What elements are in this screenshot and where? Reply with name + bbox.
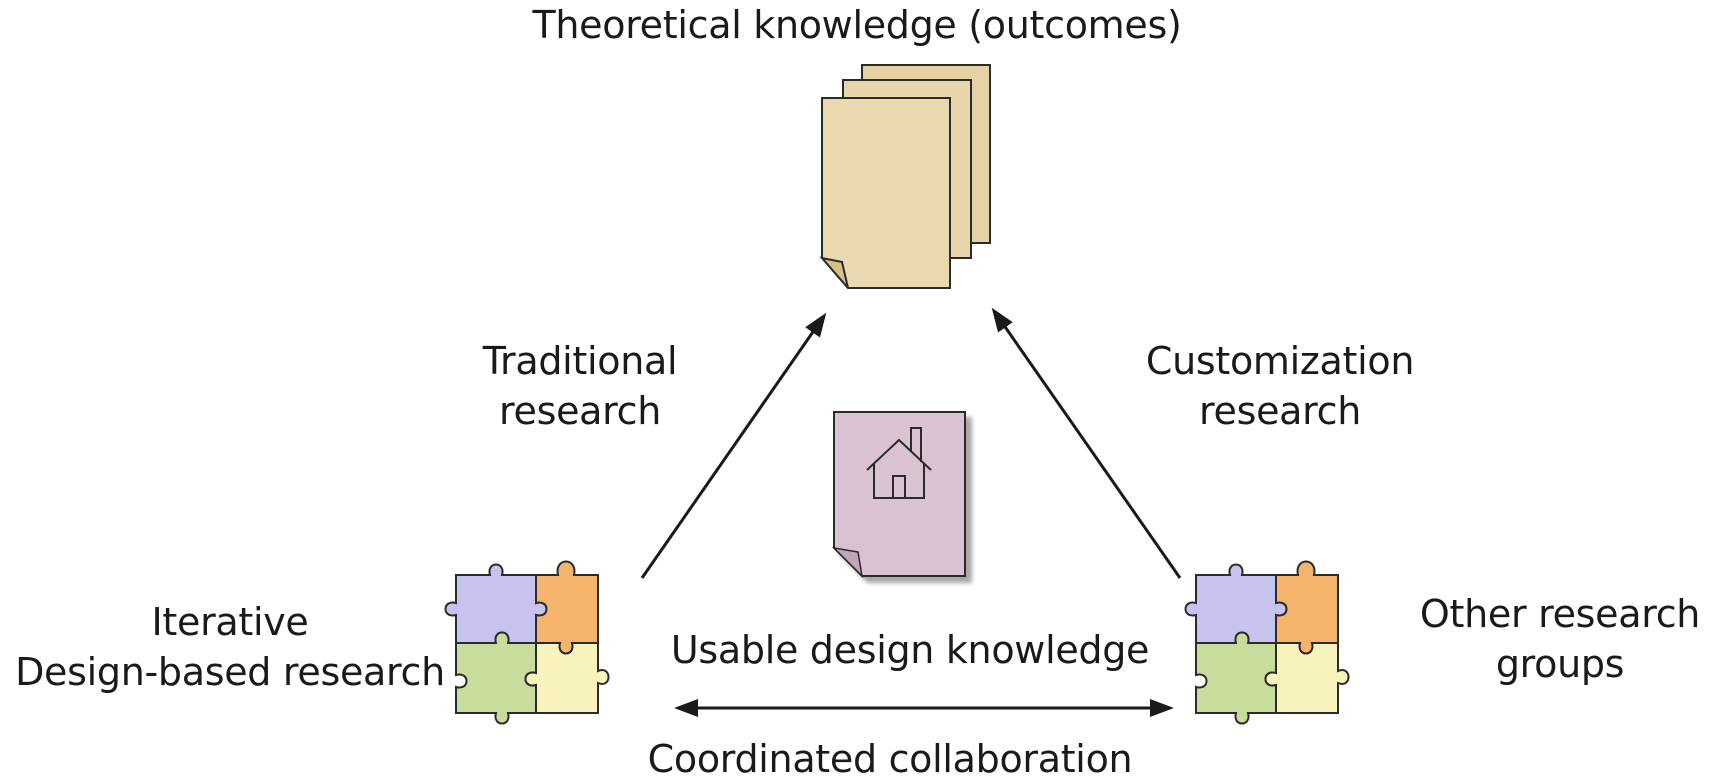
label-traditional-research: Traditional research [420,336,740,436]
label-other-research-groups: Other research groups [1410,589,1710,689]
puzzle-piece-green [455,631,537,725]
house-document-page [833,411,966,577]
puzzle-piece-green [1195,631,1277,725]
label-customization-research: Customization research [1110,336,1450,436]
label-customization-line1: Customization [1145,339,1415,383]
diagram-title: Theoretical knowledge (outcomes) [532,3,1182,47]
puzzle-piece-purple [1184,563,1288,644]
label-traditional-line1: Traditional [482,339,678,383]
puzzle-pieces-icon-left [444,560,610,725]
label-customization-line2: research [1199,389,1361,433]
puzzle-piece-yellow [1264,642,1350,714]
paper-curl [819,256,849,289]
stacked-paper-documents-icon [819,64,991,289]
label-usable-design-knowledge: Usable design knowledge [670,628,1150,672]
label-iterative-line1: Iterative [151,600,309,644]
house-document-icon [831,411,966,579]
puzzle-piece-yellow [524,642,610,714]
label-other-line1: Other research [1419,592,1701,636]
label-coordinated-collaboration: Coordinated collaboration [647,737,1133,781]
label-other-line2: groups [1495,642,1625,686]
puzzle-piece-purple [444,563,548,644]
house-icon [866,427,932,499]
paper-sheet-front [821,97,951,289]
arrow-traditional-research [640,312,827,579]
puzzle-pieces-icon-right [1184,560,1350,725]
label-iterative-line2: Design-based research [15,650,445,694]
label-traditional-line2: research [499,389,661,433]
arrow-customization-research [991,307,1182,579]
label-iterative-design-based-research: Iterative Design-based research [0,597,460,697]
house-document-curl [831,546,864,579]
